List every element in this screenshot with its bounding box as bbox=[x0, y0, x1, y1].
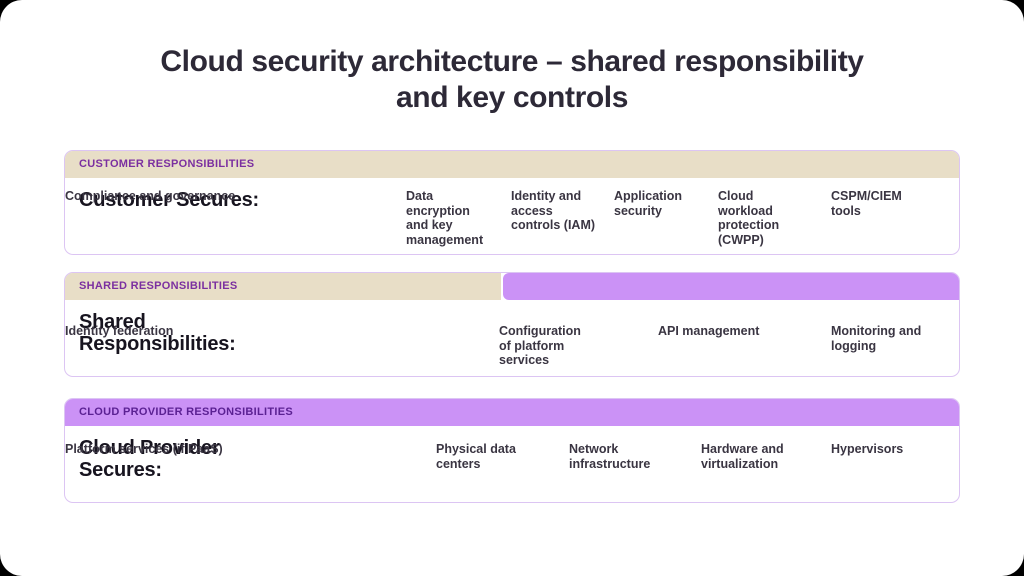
item: API management bbox=[658, 324, 760, 338]
item: Identity and access controls (IAM) bbox=[511, 189, 596, 232]
item: Monitoring and logging bbox=[831, 324, 922, 353]
band-segment: CUSTOMER RESPONSIBILITIES bbox=[65, 151, 959, 178]
section-content: Customer Secures: Data encryption and key… bbox=[65, 178, 959, 253]
band-label: CUSTOMER RESPONSIBILITIES bbox=[79, 158, 255, 170]
band-label: SHARED RESPONSIBILITIES bbox=[79, 280, 238, 292]
section-customer: CUSTOMER RESPONSIBILITIES Customer Secure… bbox=[64, 150, 960, 255]
page-title-line1: Cloud security architecture – shared res… bbox=[160, 45, 864, 78]
section-header-band: CUSTOMER RESPONSIBILITIES bbox=[65, 151, 959, 178]
section-provider: CLOUD PROVIDER RESPONSIBILITIES Cloud Pro… bbox=[64, 398, 960, 503]
item: Physical data centers bbox=[436, 442, 516, 471]
section-label: Cloud Provider Secures: bbox=[79, 437, 220, 481]
page-title: Cloud security architecture – shared res… bbox=[0, 44, 1024, 116]
band-segment-accent bbox=[503, 273, 959, 300]
band-segment: SHARED RESPONSIBILITIES bbox=[65, 273, 502, 300]
item: Data encryption and key management bbox=[406, 189, 484, 247]
section-shared: SHARED RESPONSIBILITIES Shared Responsibi… bbox=[64, 272, 960, 377]
item: Network infrastructure bbox=[569, 442, 651, 471]
item: Configuration of platform services bbox=[499, 324, 581, 367]
item: Identity federation bbox=[65, 324, 174, 338]
item: Platform services (if PaaS) bbox=[65, 442, 223, 456]
item: CSPM/CIEM tools bbox=[831, 189, 902, 218]
section-header-band: SHARED RESPONSIBILITIES bbox=[65, 273, 959, 300]
page-title-line2: and key controls bbox=[395, 81, 628, 114]
section-label: Shared Responsibilities: bbox=[79, 311, 236, 355]
item: Hypervisors bbox=[831, 442, 904, 456]
section-content: Shared Responsibilities: Configuration of… bbox=[65, 300, 959, 375]
item: Application security bbox=[614, 189, 683, 218]
band-label: CLOUD PROVIDER RESPONSIBILITIES bbox=[79, 406, 294, 418]
section-header-band: CLOUD PROVIDER RESPONSIBILITIES bbox=[65, 399, 959, 426]
band-segment: CLOUD PROVIDER RESPONSIBILITIES bbox=[65, 399, 959, 426]
section-label: Customer Secures: bbox=[79, 189, 259, 211]
item: Hardware and virtualization bbox=[701, 442, 784, 471]
item: Cloud workload protection (CWPP) bbox=[718, 189, 780, 247]
item: Compliance and governance bbox=[65, 189, 236, 203]
section-content: Cloud Provider Secures: Physical data cen… bbox=[65, 426, 959, 501]
